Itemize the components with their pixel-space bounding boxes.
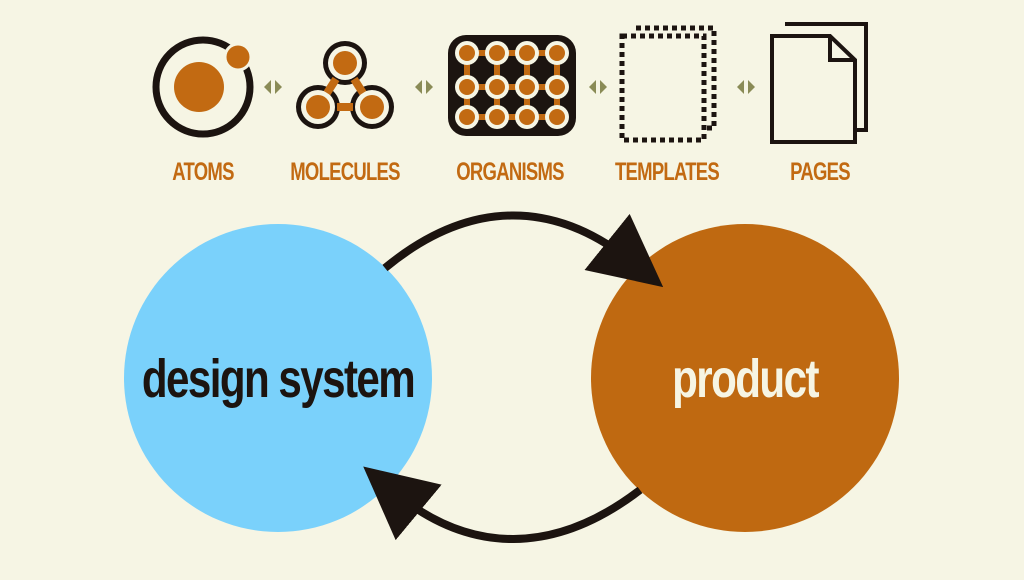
atom-icon	[152, 36, 254, 138]
stage-label-atoms: ATOMS	[172, 158, 234, 186]
organism-icon	[448, 35, 576, 136]
organism-node	[459, 79, 475, 95]
organism-node	[489, 45, 505, 61]
double-arrow-icon	[415, 80, 433, 94]
organism-node	[519, 79, 535, 95]
stage-label-templates: TEMPLATES	[614, 158, 720, 186]
organism-node	[519, 109, 535, 125]
template-icon	[619, 25, 717, 143]
double-arrow-icon	[737, 80, 755, 94]
organism-node	[459, 109, 475, 125]
stage-label-pages: PAGES	[790, 158, 850, 186]
molecule-icon	[296, 41, 394, 129]
organism-node	[549, 45, 565, 61]
arrow-design-system-to-product	[382, 211, 664, 288]
organism-node	[549, 109, 565, 125]
arrow-product-to-design-system	[363, 466, 643, 543]
double-arrow-icon	[589, 80, 607, 94]
design-system-label: design system	[141, 349, 416, 409]
double-arrow-icon	[264, 80, 282, 94]
organism-node	[519, 45, 535, 61]
organism-node	[549, 79, 565, 95]
organism-node	[489, 79, 505, 95]
organism-node	[459, 45, 475, 61]
organism-node	[489, 109, 505, 125]
product-circle	[591, 224, 899, 532]
pages-icon	[770, 22, 868, 144]
design-system-circle	[124, 224, 432, 532]
stage-label-molecules: MOLECULES	[290, 158, 400, 186]
product-label: product	[672, 349, 819, 409]
stage-label-organisms: ORGANISMS	[456, 158, 564, 186]
